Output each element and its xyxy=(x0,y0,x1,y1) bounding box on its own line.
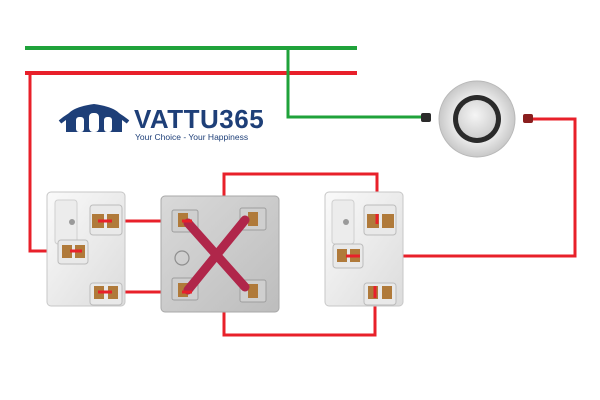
two-way-switch-icon xyxy=(46,191,126,307)
brand-logo: VATTU365 Your Choice - Your Happiness xyxy=(58,104,264,142)
ceiling-downlight-icon xyxy=(421,80,533,158)
switched-live-to-lamp-wire xyxy=(358,117,577,258)
supply-lines xyxy=(25,46,357,75)
two-way-switch-icon xyxy=(324,191,404,307)
house-logo-icon xyxy=(58,104,130,132)
cross-link-wires xyxy=(183,215,250,295)
wire-terminal-ends xyxy=(70,214,379,298)
neutral-to-lamp-wire xyxy=(286,48,428,119)
brand-name: VATTU365 xyxy=(134,104,264,134)
intermediate-switch-icon xyxy=(160,195,280,313)
brand-tagline: Your Choice - Your Happiness xyxy=(135,132,248,142)
